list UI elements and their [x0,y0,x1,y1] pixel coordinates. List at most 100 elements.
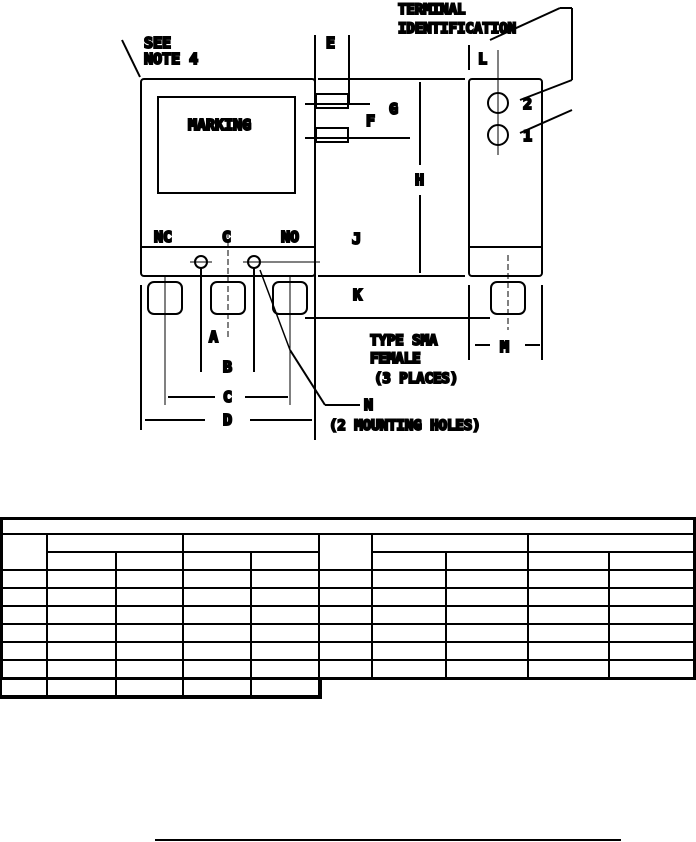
header-cell [0,535,48,571]
header-cell [184,553,252,571]
table-cell [48,607,117,625]
table-cell [320,643,373,661]
see-note-label-2: NOTE 4 [144,50,198,68]
table-cell [117,625,184,643]
table-cell [529,643,610,661]
table-cell [529,607,610,625]
header-cell [447,553,529,571]
header-cell [610,553,696,571]
table-cell [373,589,447,607]
table-cell [447,625,529,643]
dim-d: D [223,411,232,429]
table-cell [252,607,320,625]
table-cell [252,625,320,643]
terminal-2-label: 2 [523,95,532,113]
table-cell [447,661,529,679]
table-cell [252,643,320,661]
table-cell [320,661,373,679]
table-cell [117,589,184,607]
table-cell [320,607,373,625]
table-cell [184,661,252,679]
header-cell [320,535,373,571]
terminal-1-label: 1 [523,127,532,145]
table-cell [0,571,48,589]
table-cell [373,661,447,679]
marking-label: MARKING [188,116,251,134]
table-cell [320,571,373,589]
table-last-row-frame [0,679,322,699]
header-cell [252,553,320,571]
table-cell [252,679,320,697]
dim-l: L [478,50,487,68]
table-cell [447,607,529,625]
table-cell [0,589,48,607]
dim-e: E [326,34,335,52]
side-body [468,78,543,277]
table-cell [184,643,252,661]
dim-b: B [223,358,232,376]
connector-note-3: (3 PLACES) [374,371,458,387]
table-cell [529,625,610,643]
table-cell [48,589,117,607]
dim-k: K [353,286,362,304]
table-cell [610,643,696,661]
table-cell [117,607,184,625]
table-cell [48,625,117,643]
table-cell [0,679,48,697]
table-cell [117,679,184,697]
table-cell [48,643,117,661]
table-cell [252,589,320,607]
table-cell [0,625,48,643]
mounting-holes-note: (2 MOUNTING HOLES) [329,418,481,434]
table-cell [48,661,117,679]
connector-note: TYPE SMA [370,333,438,349]
table-cell [529,589,610,607]
table-cell [529,571,610,589]
marking-box [157,96,296,194]
table-cell [117,661,184,679]
header-cell [373,553,447,571]
header-cell [117,553,184,571]
header-group-cell [48,535,184,553]
table-cell [447,643,529,661]
table-cell [252,661,320,679]
header-cell [529,553,610,571]
port-no-label: NO [281,228,299,246]
table-cell [184,679,252,697]
connector-note-2: FEMALE [370,351,421,367]
sma-connector-c [210,232,246,340]
table-cell [529,661,610,679]
table-title-cell [0,517,696,535]
table-cell [373,625,447,643]
table-cell [610,589,696,607]
header-cell [48,553,117,571]
table-cell [0,643,48,661]
table-cell [48,679,117,697]
table-cell [252,571,320,589]
table-cell [610,571,696,589]
dim-h: H [415,171,424,189]
dim-g: G [389,100,398,118]
table-cell [117,571,184,589]
header-group-cell [373,535,529,553]
table-cell [373,643,447,661]
header-group-cell [529,535,696,553]
table-cell [610,661,696,679]
table-cell [320,625,373,643]
table-cell [610,607,696,625]
dim-a: A [209,328,218,346]
table-cell [0,607,48,625]
port-nc-label: NC [154,228,172,246]
sma-connector-nc [147,276,183,405]
terminal-id-label: TERMINAL [398,2,465,18]
table-cell [610,625,696,643]
table-cell [447,571,529,589]
switch-outline-drawing: SEE NOTE 4 MARKING TERMINAL IDENTIFICATI… [121,1,573,440]
table-cell [184,571,252,589]
table-cell [447,589,529,607]
table-cell [184,625,252,643]
port-c-label: C [222,228,231,246]
table-cell [0,661,48,679]
dim-j: J [352,230,361,248]
header-group-cell [184,535,320,553]
